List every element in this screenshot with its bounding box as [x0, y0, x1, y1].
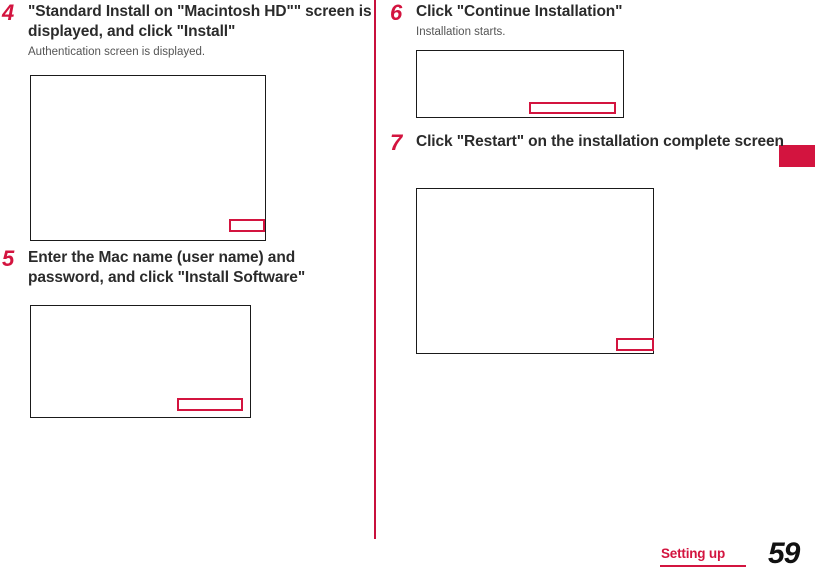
continue-installation-button-highlight — [529, 102, 616, 114]
footer-section-rule — [660, 565, 746, 567]
install-button-highlight — [229, 219, 265, 232]
page-number: 59 — [768, 537, 800, 570]
column-divider — [374, 0, 376, 539]
step-7: 7 Click "Restart" on the installation co… — [390, 130, 815, 155]
step-6-body: Click "Continue Installation" Installati… — [416, 2, 815, 40]
step-6-title: Click "Continue Installation" — [416, 3, 623, 20]
step-6-number: 6 — [390, 0, 403, 25]
step-6-subtitle: Installation starts. — [416, 26, 506, 38]
step-4-body: "Standard Install on "Macintosh HD"" scr… — [28, 2, 374, 60]
step-5: 5 Enter the Mac name (user name) and pas… — [2, 248, 374, 288]
step-5-title: Enter the Mac name (user name) and passw… — [28, 249, 306, 286]
step-5-body: Enter the Mac name (user name) and passw… — [28, 248, 374, 288]
step-7-number: 7 — [390, 130, 403, 155]
footer-section-label: Setting up — [661, 546, 725, 561]
step-4-title: "Standard Install on "Macintosh HD"" scr… — [28, 3, 372, 40]
step-4-subtitle: Authentication screen is displayed. — [28, 46, 206, 58]
continue-installation-dialog-figure — [416, 50, 624, 118]
installation-complete-screen-figure — [416, 188, 654, 354]
section-tab-marker-icon — [779, 145, 815, 167]
step-6: 6 Click "Continue Installation" Installa… — [390, 2, 815, 40]
step-7-title: Click "Restart" on the installation comp… — [416, 133, 784, 150]
install-software-button-highlight — [177, 398, 243, 411]
step-4-number: 4 — [2, 0, 15, 25]
restart-button-highlight — [616, 338, 654, 351]
authentication-screen-figure — [30, 305, 251, 418]
step-4: 4 "Standard Install on "Macintosh HD"" s… — [2, 2, 374, 60]
step-7-body: Click "Restart" on the installation comp… — [416, 132, 815, 152]
standard-install-screen-figure — [30, 75, 266, 241]
step-5-number: 5 — [2, 246, 15, 271]
